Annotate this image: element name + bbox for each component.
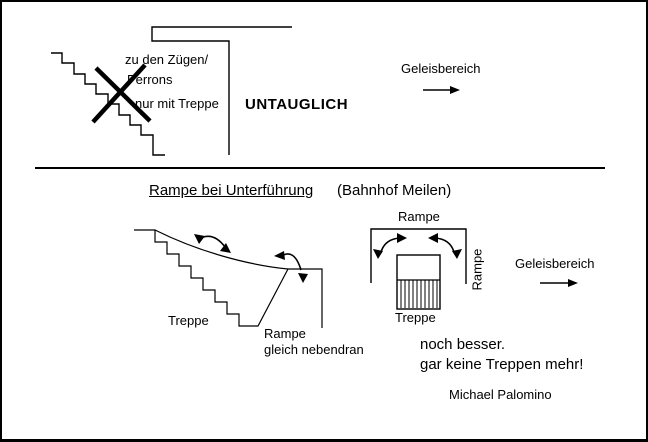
stairs-box <box>396 254 441 310</box>
section-title: Rampe bei Unterführung <box>149 182 314 199</box>
x-mark-icon <box>91 63 152 124</box>
stairs-bottom-left <box>134 229 289 327</box>
track-area-label-bottom: Geleisbereich <box>515 256 595 271</box>
left-ramp-note-line2: gleich nebendran <box>264 342 364 357</box>
stairs-note-line3: nur mit Treppe <box>135 96 219 111</box>
track-arrow-icon-top <box>423 86 460 94</box>
stairs-note-line2: Perrons <box>127 72 173 87</box>
ramp-arrow-icon-right <box>428 233 462 259</box>
track-area-label-top: Geleisbereich <box>401 61 481 76</box>
underpass-outline <box>370 228 467 284</box>
platform-wall-outline <box>151 26 292 155</box>
left-ramp-note-line1: Rampe <box>264 326 306 341</box>
right-ramp-side-label: Rampe <box>469 248 485 291</box>
right-stairs-label: Treppe <box>395 310 436 325</box>
two-way-arrow-icon-left <box>194 234 231 253</box>
author-label: Michael Palomino <box>449 387 552 402</box>
section-subtitle: (Bahnhof Meilen) <box>337 182 452 199</box>
comment-line1: noch besser. <box>420 336 506 353</box>
stairs-hatch-lines <box>400 280 438 308</box>
ramp-arrow-icon-left <box>373 233 407 259</box>
comment-line2: gar keine Treppen mehr! <box>420 356 584 373</box>
track-arrow-icon-bottom <box>540 279 578 287</box>
two-way-arrow-icon-edge <box>274 251 308 283</box>
left-stairs-label: Treppe <box>168 313 209 328</box>
right-ramp-top-label: Rampe <box>398 209 440 224</box>
ramp-curve <box>154 229 323 328</box>
stairs-note-line1: zu den Zügen/ <box>125 52 209 67</box>
verdict-label: UNTAUGLICH <box>245 96 349 113</box>
